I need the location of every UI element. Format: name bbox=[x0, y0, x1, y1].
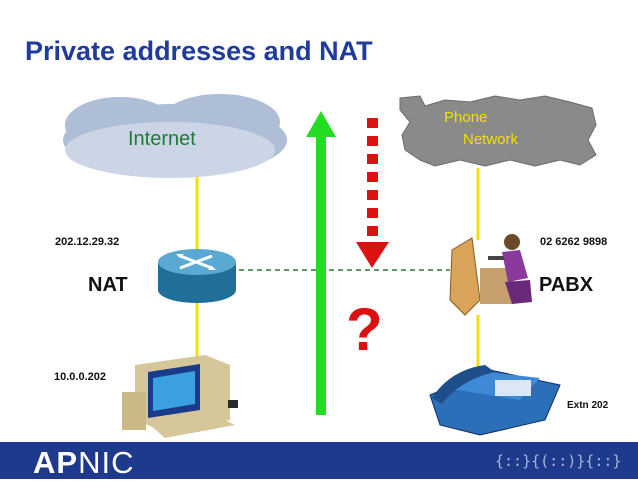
telephone-icon bbox=[429, 365, 561, 436]
apnic-logo: APNIC bbox=[33, 445, 135, 480]
footer-pattern: {::}{(::)}{::} bbox=[495, 452, 622, 470]
phone-network-label-line1: Phone bbox=[444, 109, 488, 126]
computer-icon bbox=[122, 355, 238, 438]
footer-bar: APNIC {::}{(::)}{::} bbox=[0, 442, 638, 480]
router-icon bbox=[158, 249, 236, 303]
question-mark: ? bbox=[346, 296, 383, 363]
cloud-icon bbox=[63, 94, 287, 178]
network-diagram bbox=[63, 94, 597, 438]
internet-label: Internet bbox=[128, 128, 196, 150]
nat-ip-label: 202.12.29.32 bbox=[55, 236, 120, 248]
extension-label: Extn 202 bbox=[567, 400, 609, 411]
up-arrow-icon bbox=[306, 111, 336, 415]
pc-ip-label: 10.0.0.202 bbox=[54, 371, 106, 383]
phone-network-cloud-icon bbox=[399, 95, 597, 167]
phone-network-label-line2: Network bbox=[463, 131, 519, 148]
page-title: Private addresses and NAT bbox=[25, 36, 373, 66]
pabx-label: PABX bbox=[539, 274, 594, 296]
nat-label: NAT bbox=[88, 274, 128, 296]
operator-icon bbox=[449, 234, 532, 316]
down-arrow-icon bbox=[356, 118, 389, 268]
phone-number-label: 02 6262 9898 bbox=[540, 236, 608, 248]
